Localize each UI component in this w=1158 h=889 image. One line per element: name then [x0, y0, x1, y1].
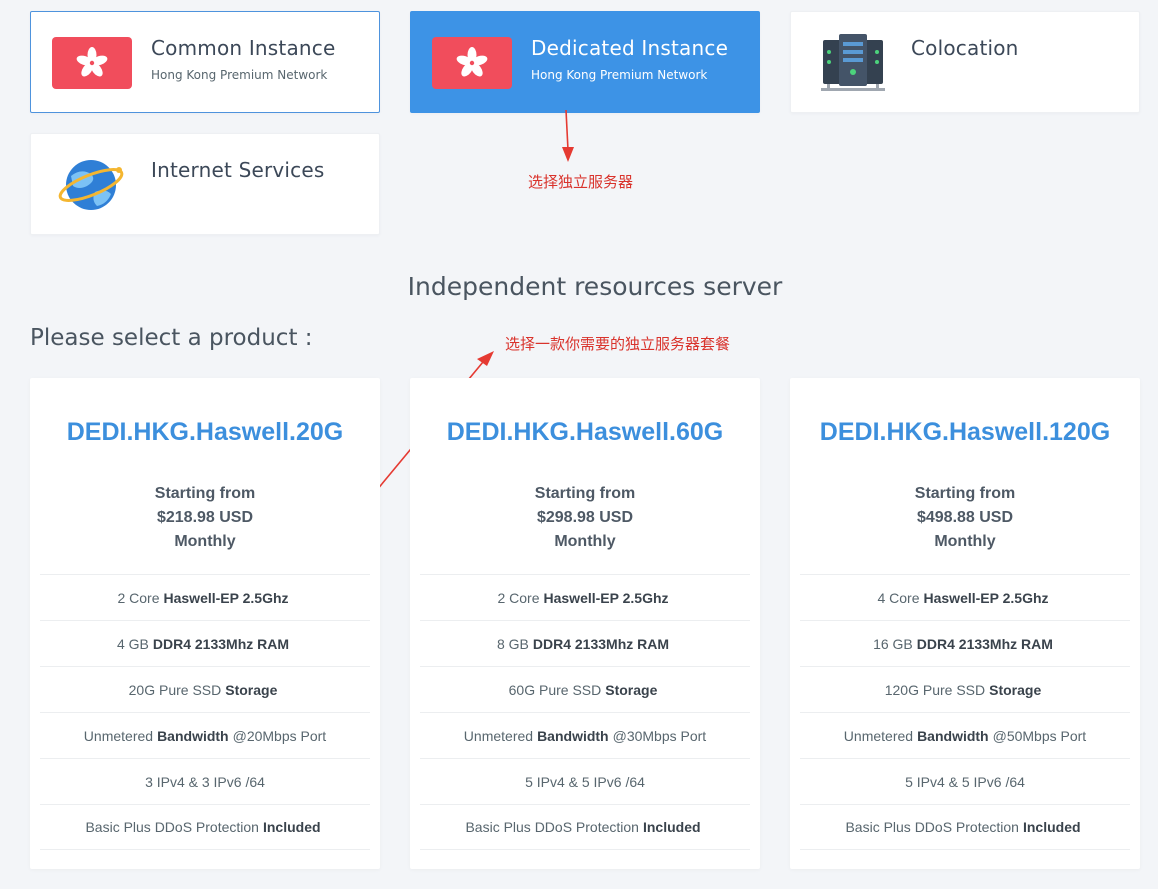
product-card[interactable]: DEDI.HKG.Haswell.20G Starting from $218.98…	[30, 378, 380, 869]
product-name[interactable]: DEDI.HKG.Haswell.20G	[66, 418, 344, 446]
price-line3: Monthly	[554, 533, 616, 550]
feature-row: 5 IPv4 & 5 IPv6 /64	[800, 758, 1130, 804]
select-prompt: Please select a product :	[30, 325, 313, 351]
feature-pre: 8 GB	[496, 635, 529, 652]
product-price: Starting from $498.88 USD Monthly	[790, 482, 1140, 554]
price-line2: $218.98 USD	[156, 509, 254, 526]
feature-pre: 2 Core	[497, 589, 540, 606]
category-title: Colocation	[911, 36, 1019, 60]
feature-bold: Bandwidth	[537, 727, 609, 744]
server-rack-icon	[821, 32, 885, 99]
product-name[interactable]: DEDI.HKG.Haswell.60G	[446, 418, 724, 446]
feature-pre: 2 Core	[117, 589, 160, 606]
feature-pre: Unmetered	[463, 727, 534, 744]
feature-pre: 20G Pure SSD	[128, 681, 222, 698]
feature-bold: Included	[1022, 819, 1081, 835]
feature-post: @20Mbps Port	[232, 727, 327, 744]
hk-flag-icon	[432, 37, 512, 89]
feature-pre: 60G Pure SSD	[508, 681, 602, 698]
category-dedicated-instance[interactable]: Dedicated Instance Hong Kong Premium Net…	[410, 11, 760, 113]
feature-bold: DDR4 2133Mhz RAM	[916, 635, 1053, 652]
category-subtitle: Hong Kong Premium Network	[531, 68, 708, 82]
feature-pre: 4 GB	[116, 635, 149, 652]
price-line1: Starting from	[534, 485, 636, 502]
feature-post: @50Mbps Port	[992, 727, 1087, 744]
feature-pre: Unmetered	[83, 727, 154, 744]
feature-pre: Unmetered	[843, 727, 914, 744]
price-line3: Monthly	[934, 533, 996, 550]
product-price: Starting from $298.98 USD Monthly	[410, 482, 760, 554]
feature-bold: Haswell-EP 2.5Ghz	[163, 589, 289, 606]
category-internet-services[interactable]: Internet Services	[30, 133, 380, 235]
annotation-select-package: 选择一款你需要的独立服务器套餐	[505, 335, 731, 353]
feature-pre: 4 Core	[877, 589, 920, 606]
feature-pre: Basic Plus DDoS Protection	[465, 819, 639, 835]
section-title: Independent resources server	[407, 272, 783, 301]
feature-bold: Bandwidth	[917, 727, 989, 744]
annotation-select-dedicated: 选择独立服务器	[528, 173, 634, 191]
price-line2: $298.98 USD	[536, 509, 634, 526]
globe-icon	[57, 154, 125, 221]
feature-pre: 3 IPv4 & 3 IPv6 /64	[145, 773, 265, 790]
feature-pre: Basic Plus DDoS Protection	[85, 819, 259, 835]
feature-bold: Storage	[605, 681, 658, 698]
feature-bold: DDR4 2133Mhz RAM	[532, 635, 670, 652]
product-price: Starting from $218.98 USD Monthly	[30, 482, 380, 554]
product-card[interactable]: DEDI.HKG.Haswell.120G Starting from $498.8…	[790, 378, 1140, 869]
feature-pre: Basic Plus DDoS Protection	[845, 819, 1019, 835]
price-line1: Starting from	[154, 485, 256, 502]
category-title: Common Instance	[151, 36, 336, 60]
category-title: Internet Services	[151, 158, 325, 182]
feature-bold: Included	[642, 819, 701, 835]
feature-bold: Storage	[989, 681, 1042, 698]
hk-flag-icon	[52, 37, 132, 89]
category-subtitle: Hong Kong Premium Network	[151, 68, 328, 82]
category-common-instance[interactable]: Common Instance Hong Kong Premium Networ…	[30, 11, 380, 113]
feature-pre: 120G Pure SSD	[884, 681, 986, 698]
feature-pre: 16 GB	[873, 635, 913, 652]
product-card[interactable]: DEDI.HKG.Haswell.60G Starting from $298.98…	[410, 378, 760, 869]
feature-row: 5 IPv4 & 5 IPv6 /64	[420, 758, 750, 804]
feature-bold: Bandwidth	[157, 727, 229, 744]
feature-bold: DDR4 2133Mhz RAM	[152, 635, 290, 652]
price-line1: Starting from	[914, 485, 1016, 502]
feature-pre: 5 IPv4 & 5 IPv6 /64	[525, 773, 645, 790]
feature-post: @30Mbps Port	[612, 727, 707, 744]
feature-bold: Haswell-EP 2.5Ghz	[923, 589, 1049, 606]
category-colocation[interactable]: Colocation	[790, 11, 1140, 113]
price-line3: Monthly	[174, 533, 236, 550]
feature-row: 3 IPv4 & 3 IPv6 /64	[40, 758, 370, 804]
price-line2: $498.88 USD	[916, 509, 1014, 526]
feature-bold: Haswell-EP 2.5Ghz	[543, 589, 669, 606]
category-title: Dedicated Instance	[531, 36, 729, 60]
feature-bold: Storage	[225, 681, 278, 698]
product-name[interactable]: DEDI.HKG.Haswell.120G	[819, 418, 1111, 446]
feature-pre: 5 IPv4 & 5 IPv6 /64	[905, 773, 1025, 790]
feature-bold: Included	[262, 819, 321, 835]
